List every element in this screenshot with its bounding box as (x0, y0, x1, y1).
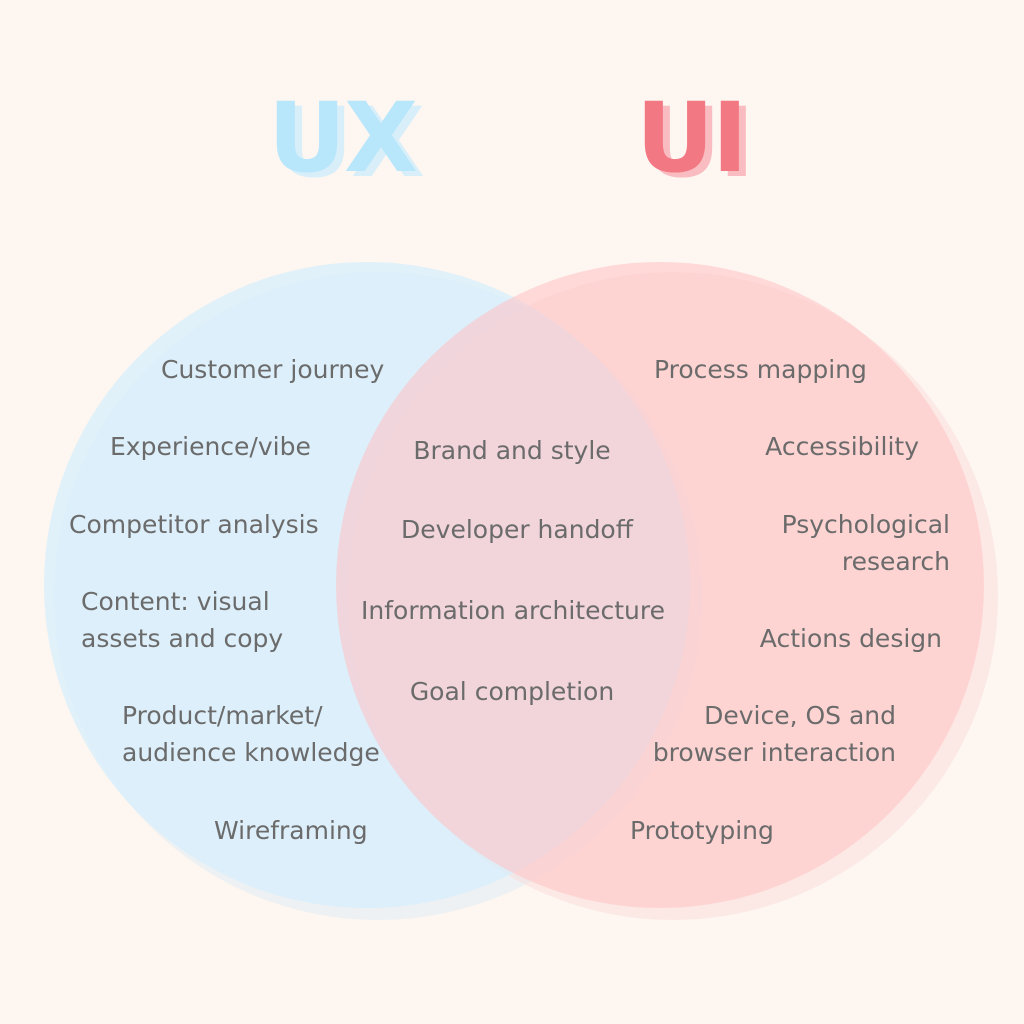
ux-item: Customer journey (161, 355, 385, 384)
ui-item: Accessibility (765, 432, 919, 461)
overlap-item: Goal completion (409, 677, 615, 706)
ui-item: Actions design (759, 624, 942, 653)
overlap-item: Developer handoff (401, 515, 633, 544)
overlap-item: Brand and style (413, 436, 611, 465)
ux-heading: UX (268, 82, 418, 194)
ui-item: Prototyping (630, 816, 774, 845)
ui-item: Psychological research (781, 510, 950, 576)
ux-item: Wireframing (214, 816, 368, 845)
ux-item: Experience/vibe (110, 432, 311, 461)
overlap-item: Information architecture (361, 596, 665, 625)
ui-circle (336, 262, 984, 908)
ui-item: Device, OS and browser interaction (652, 701, 896, 767)
ux-item: Product/market/ audience knowledge (122, 701, 380, 767)
ui-item: Process mapping (654, 355, 867, 384)
ui-heading: UI (636, 82, 748, 194)
ux-item: Competitor analysis (69, 510, 319, 539)
ux-item: Content: visual assets and copy (81, 587, 284, 653)
